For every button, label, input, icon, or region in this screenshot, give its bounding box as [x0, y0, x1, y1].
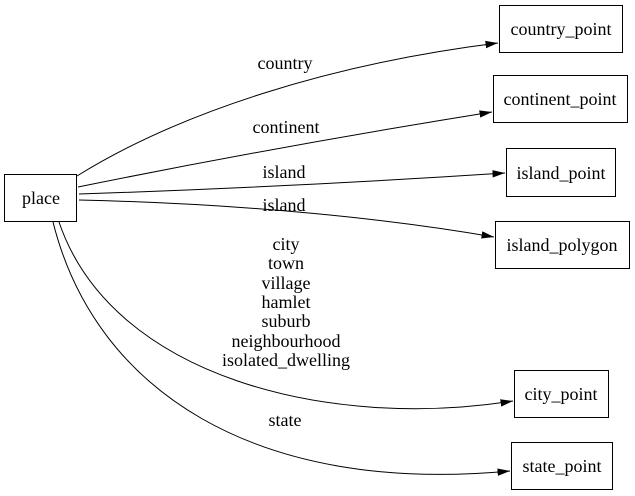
- edge-place-island_polygon: [78, 199, 495, 239]
- node-country-point: country_point: [499, 5, 623, 53]
- edges-group: [52, 40, 514, 476]
- node-place-box: [4, 174, 77, 222]
- edge-place-city_point: [58, 221, 514, 410]
- edge-label-village: village: [262, 273, 311, 293]
- edge-label-town: town: [268, 253, 304, 273]
- node-state-point: state_point: [511, 442, 613, 490]
- edge-label-country: country: [258, 53, 313, 73]
- nodes-group: place country_point continent_point isla…: [4, 5, 630, 490]
- edge-label-state: state: [269, 410, 302, 430]
- node-state-point-label: state_point: [523, 456, 602, 476]
- node-state-point-box: [511, 442, 613, 490]
- node-island-polygon-box: [495, 221, 630, 269]
- node-island-polygon: island_polygon: [495, 221, 630, 269]
- edge-label-hamlet: hamlet: [262, 292, 311, 312]
- edge-label-city: city: [273, 234, 300, 254]
- node-continent-point: continent_point: [493, 75, 628, 123]
- node-continent-point-label: continent_point: [504, 89, 617, 109]
- node-city-point-label: city_point: [525, 384, 598, 404]
- edge-labels-group: country continent island island city tow…: [222, 53, 350, 430]
- node-island-polygon-label: island_polygon: [507, 235, 618, 255]
- node-country-point-box: [499, 5, 623, 53]
- edge-label-continent: continent: [253, 117, 320, 137]
- edge-label-island-point: island: [263, 162, 306, 182]
- node-continent-point-box: [493, 75, 628, 123]
- node-island-point-box: [506, 148, 616, 197]
- node-place: place: [4, 174, 77, 222]
- edge-label-island-polygon: island: [263, 195, 306, 215]
- edge-label-city-list: city town village hamlet suburb neighbou…: [222, 234, 350, 370]
- edge-label-suburb: suburb: [262, 311, 311, 331]
- edge-label-neighbourhood: neighbourhood: [232, 331, 341, 351]
- node-place-label: place: [22, 188, 60, 208]
- edge-place-country_point: [76, 40, 499, 177]
- node-city-point-box: [514, 370, 609, 418]
- edge-place-state_point: [52, 221, 511, 476]
- edge-place-island_point: [78, 170, 506, 195]
- edge-place-continent_point: [77, 110, 493, 188]
- node-country-point-label: country_point: [511, 19, 612, 39]
- node-island-point-label: island_point: [517, 163, 606, 183]
- node-city-point: city_point: [514, 370, 609, 418]
- edge-label-isolated-dwelling: isolated_dwelling: [222, 350, 350, 370]
- node-island-point: island_point: [506, 148, 616, 197]
